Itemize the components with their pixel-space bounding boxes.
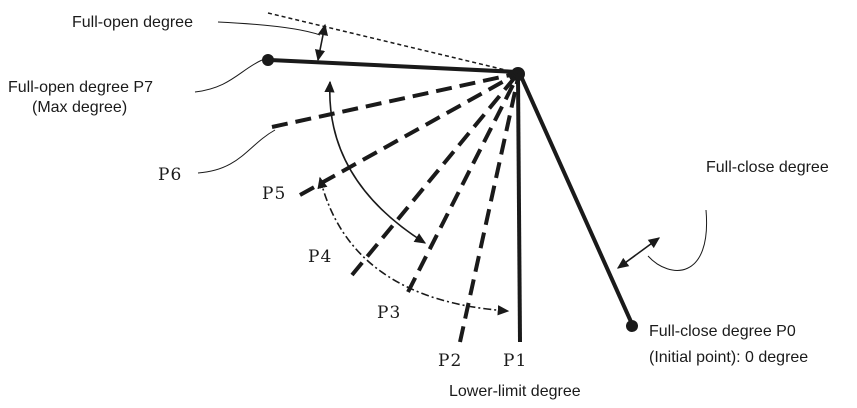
full-open-endpoint xyxy=(262,54,274,66)
leader-full-close-degree xyxy=(647,209,708,271)
label-p4: P4 xyxy=(308,247,332,267)
leader-full-open-degree xyxy=(217,21,321,36)
range-arrow-dashdot xyxy=(317,176,510,316)
label-full-close-p0: Full-close degree P0 xyxy=(649,323,796,340)
label-full-open-degree: Full-open degree xyxy=(72,14,193,31)
label-initial-point: (Initial point): 0 degree xyxy=(649,349,808,366)
full-close-endpoint xyxy=(626,320,638,332)
open-reference-line xyxy=(267,12,519,74)
leader-full-open-p7 xyxy=(194,59,263,93)
position-line-p4 xyxy=(350,74,518,277)
label-p5: P5 xyxy=(262,184,286,204)
position-line-p2 xyxy=(458,77,520,343)
label-p6: P6 xyxy=(158,165,182,185)
label-p3: P3 xyxy=(377,303,401,323)
full-open-line-p7 xyxy=(269,58,519,74)
position-line-p3 xyxy=(406,76,519,293)
full-open-degree-arrow xyxy=(314,23,329,62)
label-full-close-degree: Full-close degree xyxy=(706,159,829,176)
full-close-degree-arrow xyxy=(616,237,661,269)
label-p1: P1 xyxy=(503,351,527,371)
label-full-open-p7: Full-open degree P7 xyxy=(8,79,153,96)
range-arrow-solid xyxy=(324,80,427,244)
label-max-degree: (Max degree) xyxy=(32,99,127,116)
position-line-p5 xyxy=(299,73,516,197)
label-p2: P2 xyxy=(438,351,462,371)
full-close-line-p0 xyxy=(518,73,634,325)
position-line-p1 xyxy=(516,75,522,343)
leader-p6 xyxy=(197,129,276,174)
label-lower-limit: Lower-limit degree xyxy=(449,383,581,400)
